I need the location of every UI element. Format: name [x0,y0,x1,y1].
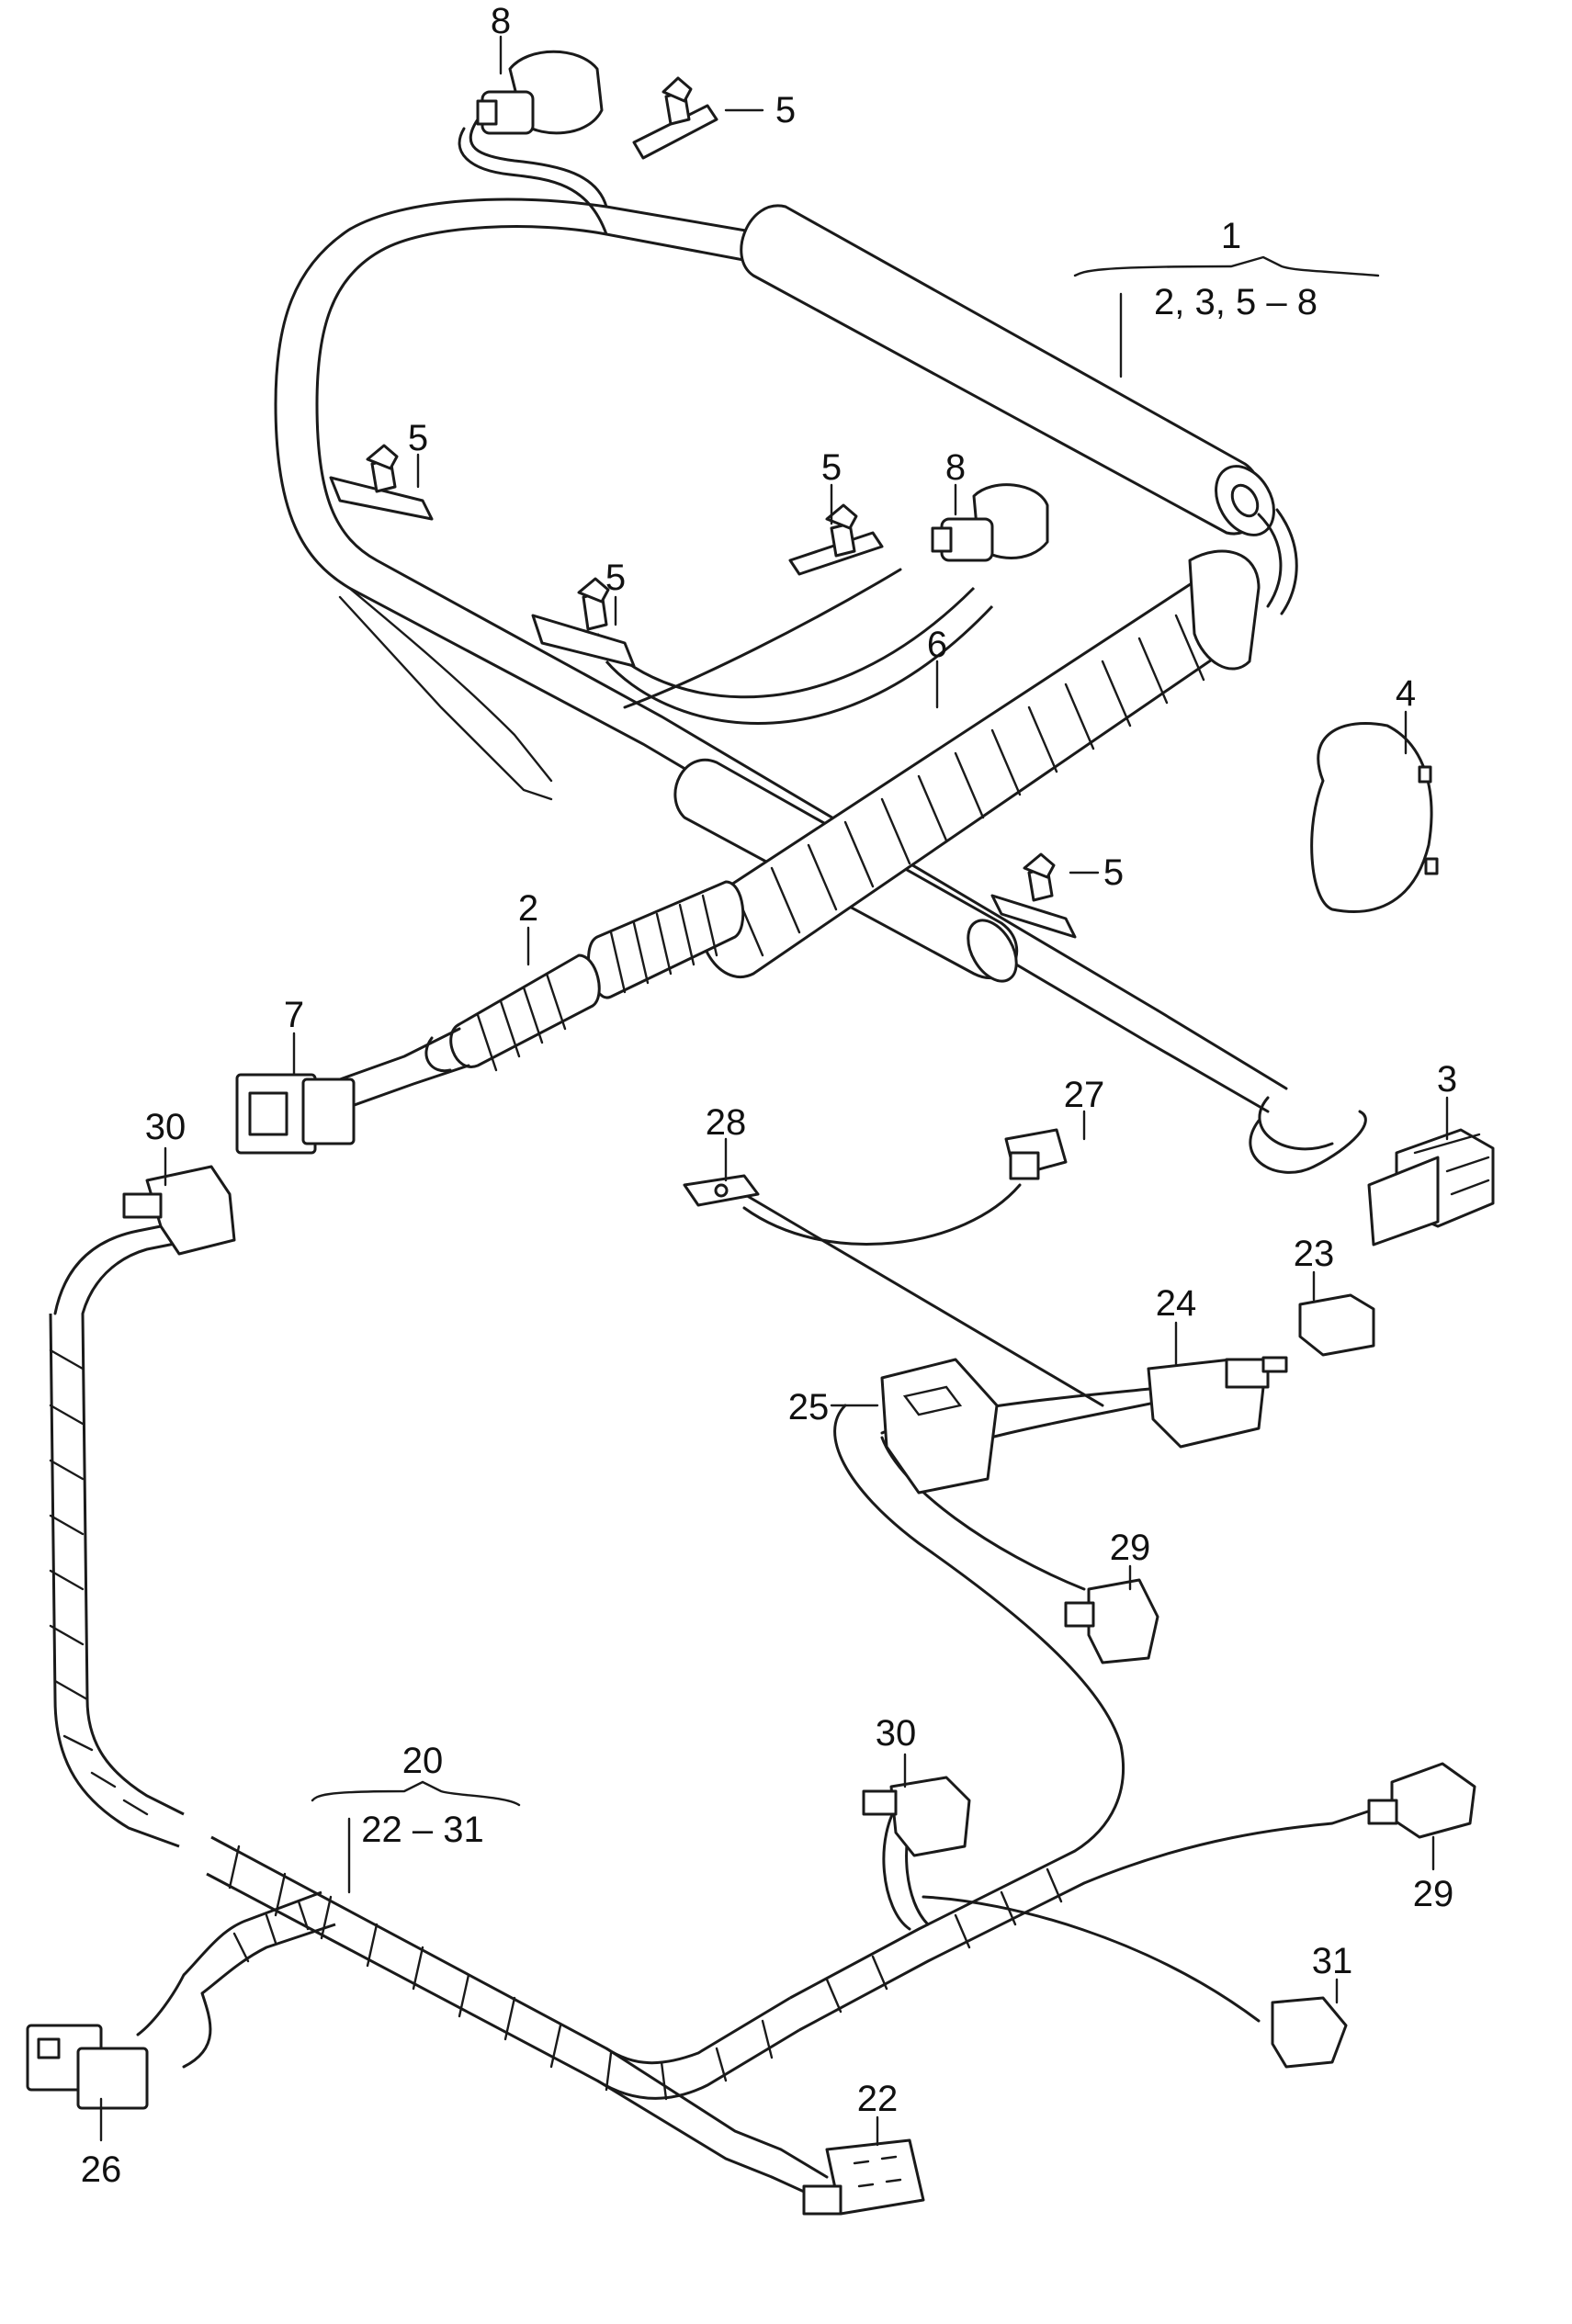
clip-5a [632,76,718,160]
leader-lines [99,35,1449,2147]
label-8-middle: 8 [945,447,966,488]
connector-28 [683,1174,760,1207]
clip-5e [990,852,1077,939]
label-3: 3 [1437,1059,1457,1100]
corrugated-sleeve-2 [449,880,745,1072]
connector-25 [880,1358,999,1495]
connector-3 [1367,1128,1495,1247]
label-20: 20 [402,1741,444,1781]
harness-20 [49,1183,1389,2202]
connector-27 [1004,1128,1068,1180]
part-labels: 8 5 1 2, 3, 5 – 8 5 5 8 5 6 4 5 2 7 3 30… [81,1,1457,2190]
label-31: 31 [1312,1941,1353,1981]
label-23: 23 [1294,1234,1335,1274]
cover-4 [1310,722,1439,913]
label-30-top: 30 [145,1107,187,1147]
connector-24 [1147,1356,1288,1449]
label-25: 25 [788,1387,830,1427]
connector-30-middle [862,1776,971,1857]
label-6: 6 [927,625,947,665]
label-5-left: 5 [408,418,428,458]
connector-22 [802,2138,925,2216]
connector-26 [26,2024,149,2110]
connector-7 [235,1073,356,1155]
label-22: 22 [857,2079,899,2119]
connector-8-middle [931,483,1049,562]
label-20-range: 22 – 31 [361,1810,483,1850]
connector-8-top [476,50,604,135]
label-29-right: 29 [1413,1874,1454,1914]
connector-23 [1298,1293,1375,1357]
label-5-middle: 5 [821,447,842,488]
label-28: 28 [706,1102,747,1143]
label-5-lower-left: 5 [605,558,626,598]
label-24: 24 [1156,1283,1197,1324]
label-4: 4 [1396,673,1416,714]
label-7: 7 [284,995,304,1035]
clip-5b [329,444,434,521]
label-8-top: 8 [491,1,511,41]
label-2: 2 [518,888,538,929]
connector-29-right [1367,1762,1476,1839]
label-5-right: 5 [1103,852,1124,893]
clip-5d [788,503,884,576]
label-1: 1 [1221,216,1241,256]
connector-29-middle [1064,1578,1159,1664]
clip-5c [531,577,636,668]
label-5-top: 5 [775,90,796,130]
label-26: 26 [81,2149,122,2190]
harness-1 [274,118,1367,1174]
label-30-middle: 30 [876,1713,917,1754]
connector-31 [1271,1996,1348,2069]
label-29-middle: 29 [1110,1528,1151,1568]
label-1-range: 2, 3, 5 – 8 [1154,282,1318,322]
foam-sleeve-top [740,204,1275,536]
connector-30-top [122,1165,236,1256]
label-27: 27 [1064,1075,1105,1115]
